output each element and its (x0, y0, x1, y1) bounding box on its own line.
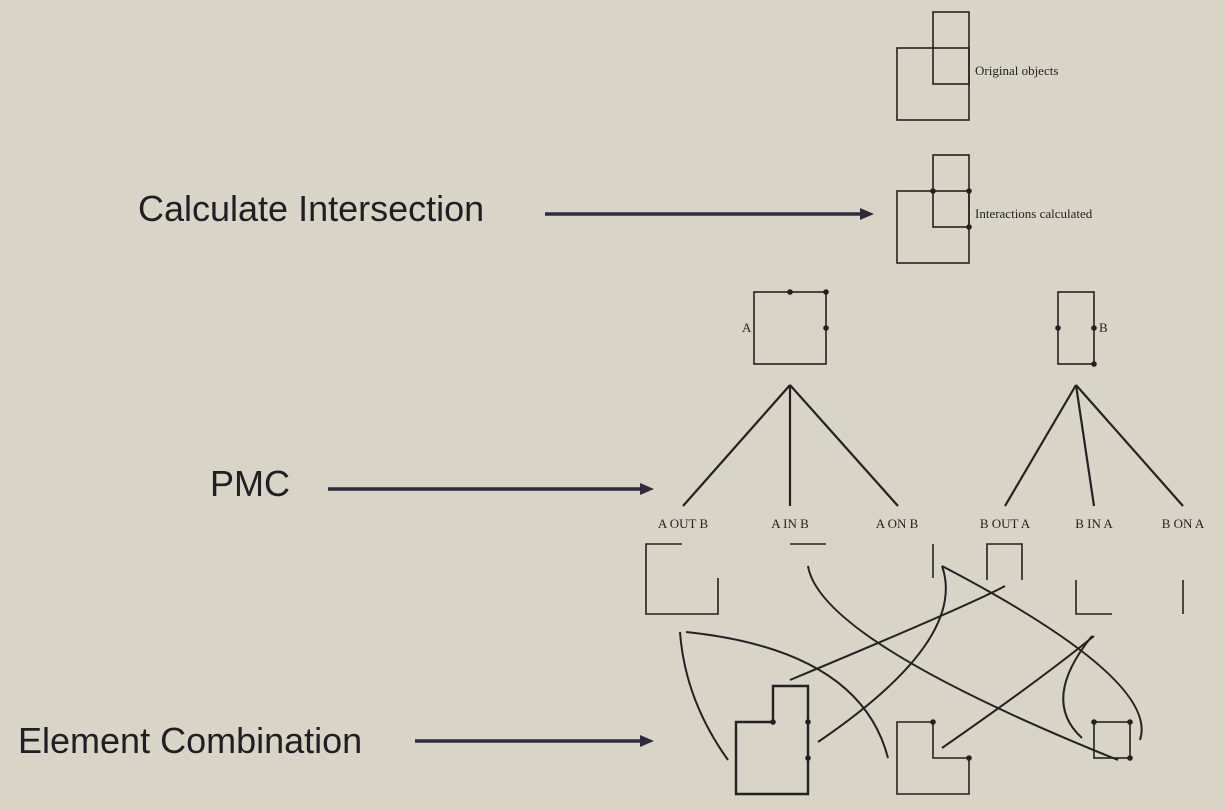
class-a-on-b: A ON B (876, 516, 919, 531)
step-calculate-intersection-label: Calculate Intersection (138, 188, 485, 229)
arrow-intersection (545, 208, 874, 220)
class-b-on-a: B ON A (1162, 516, 1205, 531)
result-union-figure (734, 684, 811, 796)
original-objects-figure (896, 11, 970, 121)
fragment-b-in-a (1075, 580, 1112, 615)
pmc-tree-a (682, 384, 899, 507)
class-b-in-a: B IN A (1075, 516, 1113, 531)
pmc-tree-b (1004, 384, 1184, 507)
interactions-calculated-caption: Interactions calculated (975, 206, 1093, 221)
interactions-calculated-figure (896, 154, 972, 264)
original-objects-caption: Original objects (975, 63, 1058, 78)
object-a-figure (753, 289, 829, 365)
step-pmc-label: PMC (210, 463, 290, 504)
arrow-pmc (328, 483, 654, 495)
arrow-element-combination (415, 735, 654, 747)
object-b-figure (1055, 291, 1097, 367)
object-a-label: A (742, 320, 752, 335)
object-b-label: B (1099, 320, 1108, 335)
combination-connectors (679, 565, 1143, 761)
class-a-out-b: A OUT B (658, 516, 709, 531)
step-element-combination-label: Element Combination (18, 720, 363, 761)
class-b-out-a: B OUT A (980, 516, 1031, 531)
result-difference-figure (896, 719, 972, 795)
fragment-a-out-b (645, 543, 719, 615)
class-a-in-b: A IN B (771, 516, 809, 531)
fragment-b-out-a (986, 543, 1023, 580)
result-intersection-figure (1091, 719, 1133, 761)
